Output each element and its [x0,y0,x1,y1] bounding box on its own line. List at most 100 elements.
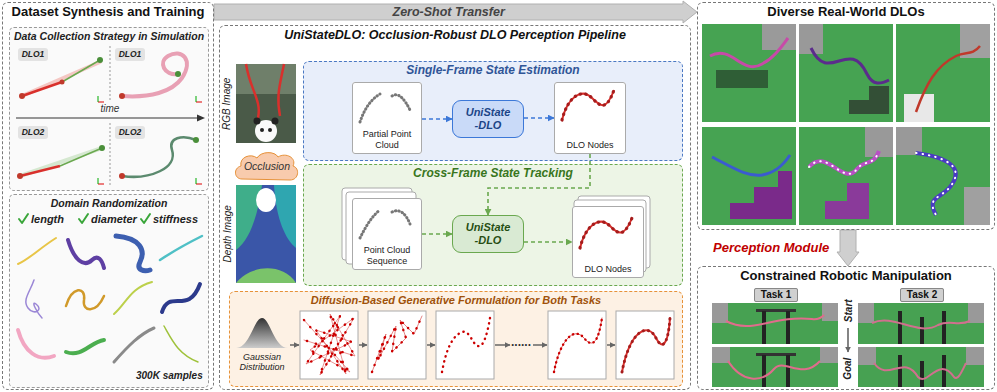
diffusion-sample [372,316,422,372]
rgb-photo [236,64,296,143]
task-photo [968,303,984,323]
connector [422,233,452,235]
real-photo [799,24,893,122]
node-label: Task 2 [907,289,937,301]
real-photo [702,24,796,122]
task-photo [712,303,728,323]
dlo-sample [18,238,56,264]
plot-tag-fill [115,126,145,139]
plot-tag: DLO2 [18,126,48,139]
point-cloud [360,94,380,122]
annotation-text: RGB Image [221,78,233,130]
panel-fill [697,2,995,230]
diffusion-sample [554,318,602,372]
model-box: UniState -DLO [452,215,524,253]
diffusion-sample [304,314,355,375]
real-photo [809,151,879,174]
real-photo [964,187,990,225]
rgb-photo [236,64,296,143]
annotation-text: 300K samples [136,370,203,382]
sim-plot [20,148,102,176]
task-photo [872,320,970,328]
real-photo [799,24,893,122]
sim-plot [196,102,202,103]
sim-plot [119,93,125,99]
rgb-photo [260,128,264,132]
depth-photo [274,185,296,248]
task-photo [712,347,838,387]
node-label: Data Collection Strategy in Simulation [14,30,204,42]
data-box-fill [352,82,422,154]
node-label: UniState -DLO [466,221,511,246]
task-photo [966,347,984,365]
data-box-fill [554,82,626,154]
panel-fill [219,25,691,390]
plot-tag-fill [18,48,48,61]
node-label: Dataset Synthesis and Training [12,5,205,20]
task-photo [712,347,730,363]
sim-plot [62,60,100,82]
node-label: Domain Randomization [51,197,168,209]
dlo-sample [18,236,202,362]
node-label: DLO Nodes [584,264,631,274]
depth-photo [256,188,276,212]
dlo-sample [68,240,104,268]
real-photo [799,127,893,225]
diffusion-frame [368,311,426,379]
check-mark [19,214,28,223]
task-photo [786,355,790,387]
task-photo [847,328,848,352]
real-photo [799,127,893,225]
panel-fill [697,266,995,390]
node-label: DLO2 [119,128,142,138]
check-mark [79,214,88,223]
real-photo [829,86,889,114]
node-label: Task 1 [761,289,791,301]
task-photo [858,347,876,365]
connector [524,241,572,243]
annotation-text: diameter [91,213,137,226]
node-label: DLO1 [119,50,142,60]
real-photo [710,38,788,67]
occlusion-cloud: Occlusion [233,150,301,182]
real-photo [702,24,990,225]
diffusion-sample [442,318,490,372]
model-box-fill [452,215,524,253]
dlo-sample [66,340,104,353]
data-box: DLO Nodes [572,206,644,278]
real-photo [809,151,879,174]
task-photo [712,303,838,344]
plot-tag: DLO1 [115,48,145,61]
point-cloud [360,210,380,238]
point-cloud [392,95,410,110]
step-arrow [427,344,435,346]
connector [837,230,859,266]
real-photo [896,127,990,225]
task-photo [942,311,946,344]
sim-plot [197,115,205,122]
rgb-photo [246,64,259,118]
step-arrow [607,344,615,346]
rgb-photo [272,118,279,125]
stage-box-fill [229,291,683,387]
sim-plot [98,184,104,185]
dlo-sample [116,236,150,271]
plot-tag: DLO2 [115,126,145,139]
annotation-text: length [31,213,64,226]
rgb-photo [254,118,261,125]
task-tag: Task 2 [900,288,944,302]
diffusion-sample [304,314,670,375]
gaussian-curve [236,318,288,348]
real-photo [916,46,980,112]
sim-plot [16,46,205,186]
task-photo [712,347,838,387]
diffusion-frame [300,311,358,379]
annotation-text: stiffness [153,213,198,226]
sim-plot [122,137,196,177]
task-photo [820,347,838,363]
sim-plot [193,137,199,143]
real-photo [896,127,990,225]
sim-plot [60,80,65,85]
